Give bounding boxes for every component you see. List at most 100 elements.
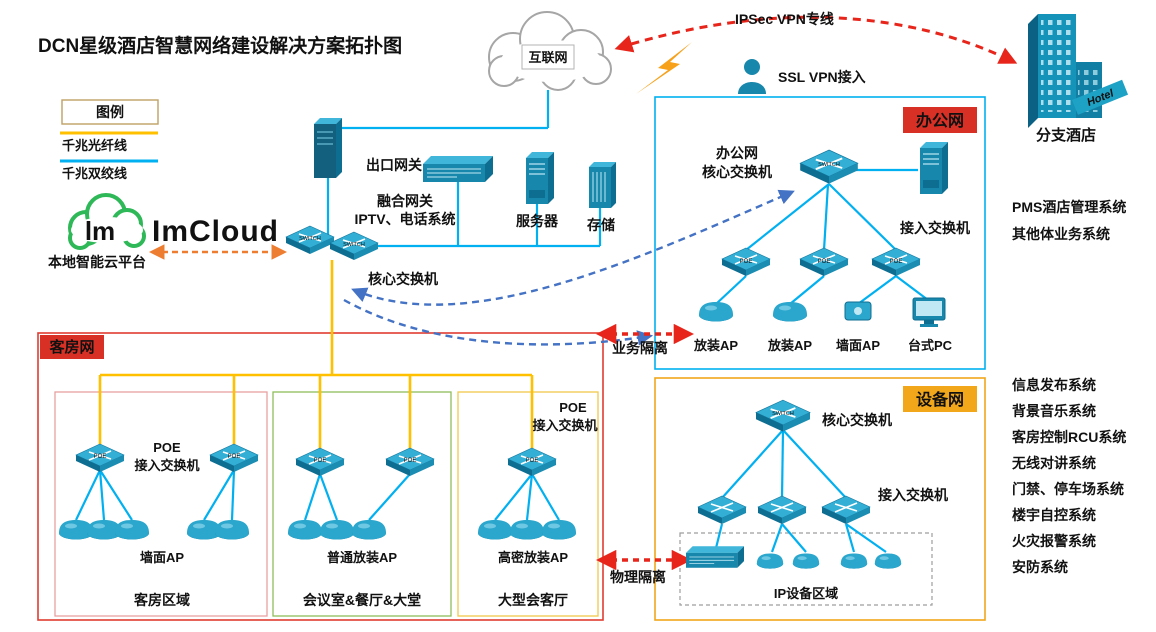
- office-pc-label: 台式PC: [908, 338, 953, 353]
- side-system-list: 信息发布系统 背景音乐系统 客房控制RCU系统 无线对讲系统 门禁、停车场系统 …: [1011, 377, 1126, 575]
- legend-fiber-label: 千兆光纤线: [62, 138, 127, 153]
- guest-z1-area-label: 客房区域: [133, 592, 190, 608]
- copper-links: [75, 90, 929, 553]
- ssl-vpn-label: SSL VPN接入: [778, 69, 866, 85]
- branch-hotel-building-icon: Hotel: [1028, 14, 1129, 128]
- ip-camera-icon-4: [874, 553, 902, 569]
- side-system-item: 火灾报警系统: [1012, 533, 1096, 549]
- devnet-access-label: 接入交换机: [878, 487, 948, 503]
- guest-z3-area-label: 大型会客厅: [498, 592, 568, 608]
- guest-poe-micro-2: POE: [228, 454, 241, 460]
- office-core-label2: 核心交换机: [702, 164, 772, 180]
- side-other-label: 其他体业务系统: [1012, 226, 1110, 242]
- guest-z2-ap-icon-3: [352, 520, 386, 540]
- device-network-panel: 设备网: [654, 377, 986, 621]
- fusion-gateway-label1: 融合网关: [377, 193, 433, 209]
- guest-poe-micro-1: POE: [94, 454, 107, 460]
- office-access-label: 接入交换机: [900, 220, 970, 236]
- side-system-item: 楼宇自控系统: [1012, 507, 1096, 523]
- office-ap-icon-2: [773, 302, 807, 322]
- guest-z2-area-label: 会议室&餐厅&大堂: [303, 592, 421, 608]
- side-pms-label: PMS酒店管理系统: [1012, 199, 1126, 215]
- office-panel-title: 办公网: [916, 111, 964, 130]
- office-wall-ap-icon: [844, 301, 872, 321]
- guest-z3-ap-icon-3: [542, 520, 576, 540]
- fiber-links: [98, 260, 534, 450]
- legend-copper-label: 千兆双绞线: [62, 166, 127, 181]
- imcloud-logo-glyph: lm: [85, 216, 115, 246]
- fusion-gateway-label2: IPTV、电话系统: [354, 211, 455, 227]
- branch-hotel-label: 分支酒店: [1036, 126, 1096, 144]
- imcloud-label: 本地智能云平台: [48, 254, 146, 270]
- guest-z3-ap-icon-1: [478, 520, 512, 540]
- physical-isolation-label: 物理隔离: [610, 569, 666, 585]
- office-ap1-label: 放装AP: [693, 338, 738, 353]
- ipsec-vpn-link: [614, 15, 1018, 64]
- guest-z3-ap-icon-2: [510, 520, 544, 540]
- ip-device-rack-icon: [685, 545, 745, 569]
- devnet-access-switch-icon-2: [757, 495, 807, 525]
- page-title: DCN星级酒店智慧网络建设解决方案拓扑图: [38, 34, 402, 57]
- side-system-item: 背景音乐系统: [1012, 403, 1096, 419]
- guest-z1-ap-label: 墙面AP: [140, 550, 184, 565]
- side-system-item: 无线对讲系统: [1011, 455, 1096, 471]
- lightning-icon: [636, 42, 692, 94]
- imcloud-logo: lm ImCloud: [68, 193, 279, 250]
- business-isolation-label: 业务隔离: [612, 340, 668, 356]
- exit-gateway-icon: [313, 117, 343, 179]
- exit-gateway-label: 出口网关: [366, 157, 422, 173]
- ssl-vpn-user-icon: [738, 59, 766, 94]
- fusion-gateway-icon: [422, 155, 494, 183]
- side-system-item: 门禁、停车场系统: [1012, 481, 1124, 497]
- office-ap2-label: 放装AP: [767, 338, 812, 353]
- guest-poe-micro-3: POE: [314, 458, 327, 464]
- devnet-core-micro: SWITCH: [772, 411, 794, 417]
- guest-poe-micro-4: POE: [404, 458, 417, 464]
- ip-camera-icon-3: [840, 553, 868, 569]
- devnet-access-switch-icon-1: [697, 495, 747, 525]
- guest-z3-ap-label: 高密放装AP: [498, 550, 568, 565]
- dashed-blue-links: [343, 189, 795, 346]
- core-switch-micro-1: SWITCH: [299, 236, 321, 242]
- guest-poe-micro-5: POE: [526, 458, 539, 464]
- side-system-item: 信息发布系统: [1012, 377, 1096, 393]
- guest-z3-poe-label2: 接入交换机: [532, 418, 597, 433]
- guest-z3-poe-label1: POE: [559, 400, 587, 415]
- storage-icon: [588, 161, 617, 209]
- guest-z2-ap-icon-2: [320, 520, 354, 540]
- server-label: 服务器: [516, 213, 559, 229]
- side-system-item: 安防系统: [1012, 559, 1068, 575]
- guest-z1-ap-icon-3: [115, 520, 149, 540]
- core-switch-micro-2: SWITCH: [343, 242, 365, 248]
- legend: 图例 千兆光纤线 千兆双绞线: [60, 99, 159, 181]
- office-ap-icon-1: [699, 302, 733, 322]
- guest-z2-ap-label: 普通放装AP: [327, 550, 397, 565]
- storage-label: 存储: [587, 217, 615, 233]
- side-system-item: 客房控制RCU系统: [1011, 429, 1126, 445]
- office-access-micro-3: POE: [890, 259, 903, 265]
- legend-title: 图例: [96, 104, 124, 120]
- devnet-access-switch-icon-3: [821, 495, 871, 525]
- guest-panel-title: 客房网: [48, 338, 94, 356]
- office-pc-icon: [912, 297, 946, 328]
- internet-label: 互联网: [528, 50, 567, 65]
- server-icon: [525, 151, 555, 205]
- guest-z1-poe-label1: POE: [153, 440, 181, 455]
- guest-network-panel: 客房网: [37, 332, 604, 621]
- office-server-icon: [919, 141, 949, 195]
- guest-z1-ap-icon-5: [215, 520, 249, 540]
- imcloud-brand: ImCloud: [152, 215, 279, 248]
- office-access-micro-1: POE: [740, 259, 753, 265]
- ipsec-vpn-label: IPSec VPN专线: [735, 11, 834, 27]
- device-panel-title: 设备网: [916, 390, 964, 409]
- guest-z2-ap-icon-1: [288, 520, 322, 540]
- internet-cloud-icon: 互联网: [488, 11, 612, 91]
- guest-z1-poe-label2: 接入交换机: [134, 458, 199, 473]
- office-core-micro: SWITCH: [818, 162, 840, 168]
- office-ap3-label: 墙面AP: [836, 338, 880, 353]
- office-access-micro-2: POE: [818, 259, 831, 265]
- ip-area-label: IP设备区域: [774, 586, 838, 601]
- ip-camera-icon-2: [792, 553, 820, 569]
- devnet-core-label: 核心交换机: [822, 412, 892, 428]
